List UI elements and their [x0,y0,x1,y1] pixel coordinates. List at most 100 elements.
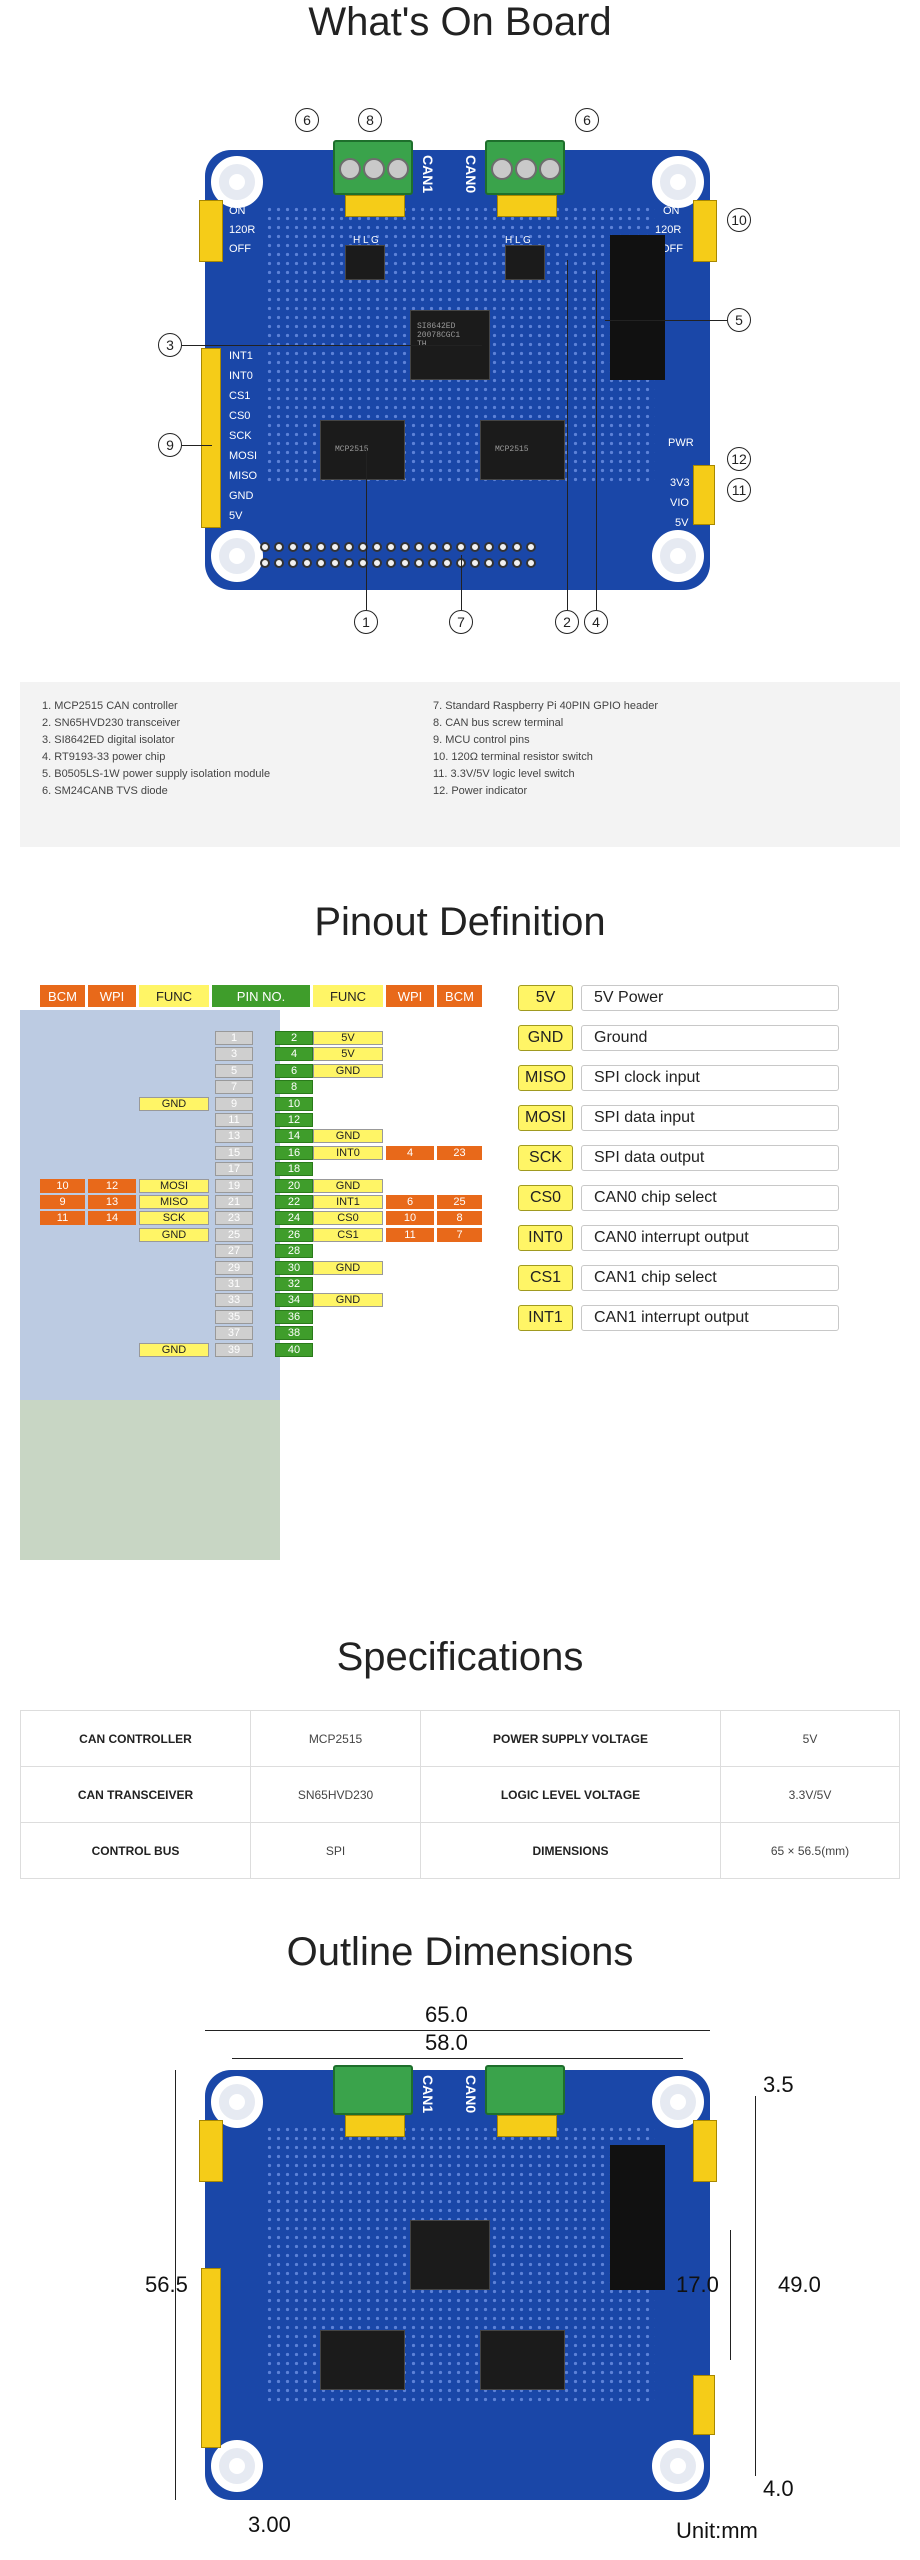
mount-hole-tl [211,2076,263,2128]
spec-value: MCP2515 [250,1710,421,1767]
dim-width-total: 65.0 [425,2002,468,2027]
pin-legend-key: MOSI [518,1105,573,1131]
pin-cell: 33 [215,1293,253,1308]
pin-cell: 8 [275,1080,313,1095]
pin-cell: 14 [88,1211,136,1226]
legend-item: 9. MCU control pins [433,734,530,746]
gpio-pin [428,558,438,568]
dim-line [730,2230,731,2360]
section-title-whats-on-board: What's On Board [308,0,612,44]
pin-cell: 6 [386,1195,434,1209]
pin-cell: 11 [386,1227,434,1242]
pin-cell: 7 [437,1227,482,1242]
gpio-pin [400,558,410,568]
label-5v: 5V [675,517,689,529]
switch-right-off: OFF [661,243,683,255]
pin-cell: 12 [88,1178,136,1193]
gpio-pin [330,558,340,568]
switch-right-on: ON [663,205,680,217]
legend-item: 8. CAN bus screw terminal [433,717,564,729]
pin-cell: INT1 [313,1195,383,1209]
pin-cell: 5 [215,1063,253,1078]
dim-left-offset: 3.00 [248,2512,291,2537]
screw-icon [515,158,537,180]
gpio-pin [498,558,508,568]
pin-cell: 3 [215,1047,253,1062]
spec-value: 65 × 56.5(mm) [720,1822,900,1879]
dim-unit: Unit:mm [676,2518,758,2543]
callout-11: 11 [727,478,751,502]
pin-legend-cs0: CS0 CAN0 chip select [518,1185,839,1211]
callout-7: 7 [449,610,473,634]
pin-legend-mosi: MOSI SPI data input [518,1105,839,1131]
dim-line [232,2058,683,2059]
section-title-outline: Outline Dimensions [286,1930,634,1974]
pin-cell: 21 [215,1195,253,1209]
gpio-pin [470,558,480,568]
pin-legend-key: INT1 [518,1305,573,1331]
leader-line [182,345,482,346]
gpio-pin [316,542,326,552]
legend-item: 12. Power indicator [433,785,528,797]
terminal-base-left [345,2115,405,2137]
chip-mcp-left-label: MCP2515 [335,445,369,454]
callout-4: 4 [584,610,608,634]
gpio-pin [484,558,494,568]
section-title-pinout: Pinout Definition [314,900,606,944]
hdr-bcm: BCM [40,985,85,1007]
callout-10: 10 [727,208,751,232]
legend-item: 7. Standard Raspberry Pi 40PIN GPIO head… [433,700,659,712]
gpio-pin [274,542,284,552]
pin-legend: 5V 5V Power GND Ground MISO SPI clock in… [518,985,898,1345]
pin-cell: 40 [275,1342,313,1357]
chip-isolator-label: SI8642ED 20078CGC1 TH [417,322,461,349]
pin-cell: 39 [215,1342,253,1357]
hdr-wpi: WPI [88,985,136,1007]
pin-cell: GND [139,1342,209,1357]
pin-cell: 37 [215,1326,253,1341]
switch-logic-level [693,465,715,525]
pin-legend-key: SCK [518,1145,573,1171]
callout-6-left: 6 [295,108,319,132]
mount-hole-bl [211,530,263,582]
dim-line [205,2030,710,2031]
pin-row: 11 12 [40,1112,485,1128]
pin-cell: 12 [275,1113,313,1127]
switch-left-120r: 120R [229,224,256,236]
pin-cell: 6 [275,1063,313,1078]
board-outline-image: CAN1 CAN0 [199,2065,717,2500]
spec-value: SN65HVD230 [250,1766,421,1823]
dim-line [175,2070,176,2500]
legend-item: 11. 3.3V/5V logic level switch [433,768,575,780]
pin-legend-value: SPI clock input [581,1065,839,1091]
chip-mcp-right-label: MCP2515 [495,445,529,454]
label-can0: CAN0 [463,2075,479,2114]
dim-line [755,2096,756,2476]
legend-box [20,682,900,847]
pin-cell: 4 [275,1047,313,1062]
pin-cell: 35 [215,1309,253,1324]
pin-cell: CS1 [313,1227,383,1242]
spec-row: CAN TRANSCEIVER SN65HVD230 LOGIC LEVEL V… [20,1766,900,1823]
pin-cell: 13 [88,1195,136,1209]
pin-cell: 25 [215,1227,253,1242]
pin-cell: 11 [215,1113,253,1127]
pin-label-cs1: CS1 [229,390,251,402]
pin-cell: 31 [215,1277,253,1291]
pin-legend-value: SPI data input [581,1105,839,1131]
pin-legend-int0: INT0 CAN0 interrupt output [518,1225,839,1251]
pin-cell: 8 [437,1211,482,1226]
callout-12: 12 [727,447,751,471]
pin-label-5v: 5V [229,510,243,522]
pin-legend-key: CS1 [518,1265,573,1291]
switch-left-off: OFF [229,243,251,255]
spec-value: SPI [250,1822,421,1879]
gpio-pin [260,558,270,568]
chip-sn-left [345,245,385,280]
pin-legend-value: 5V Power [581,985,839,1011]
